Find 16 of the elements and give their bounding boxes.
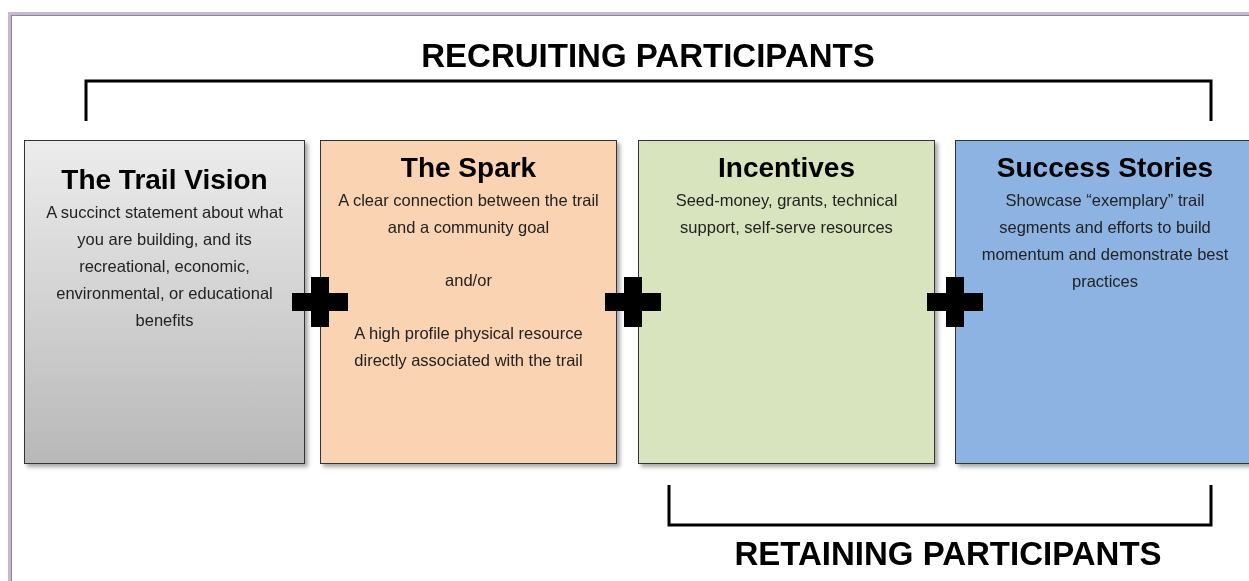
box-heading: Success Stories: [996, 151, 1214, 185]
box-description: A clear connection between the trail and a community goal: [337, 190, 600, 238]
box-heading: Incentives: [718, 151, 855, 185]
section-heading: RETAINING PARTICIPANTS: [734, 534, 1162, 574]
box-heading: The Spark: [400, 151, 537, 185]
concept-box: [638, 140, 935, 464]
box-description: Showcase “exemplary” trail segments and efforts to build momentum and demonstrate best practices: [980, 190, 1230, 292]
box-description: Seed-money, grants, technical support, self-serve resources: [674, 190, 899, 238]
section-heading: RECRUITING PARTICIPANTS: [421, 36, 875, 76]
box-description: A succinct statement about what you are building, and its recreational, economic, environmental, or educational benefits: [45, 202, 284, 331]
box-heading: The Trail Vision: [61, 163, 268, 197]
concept-box: [320, 140, 617, 464]
box-description: and/or: [445, 270, 492, 291]
concept-box: [955, 140, 1249, 464]
box-description: A high profile physical resource directly associated with the trail: [353, 323, 584, 371]
concept-box: [24, 140, 305, 464]
